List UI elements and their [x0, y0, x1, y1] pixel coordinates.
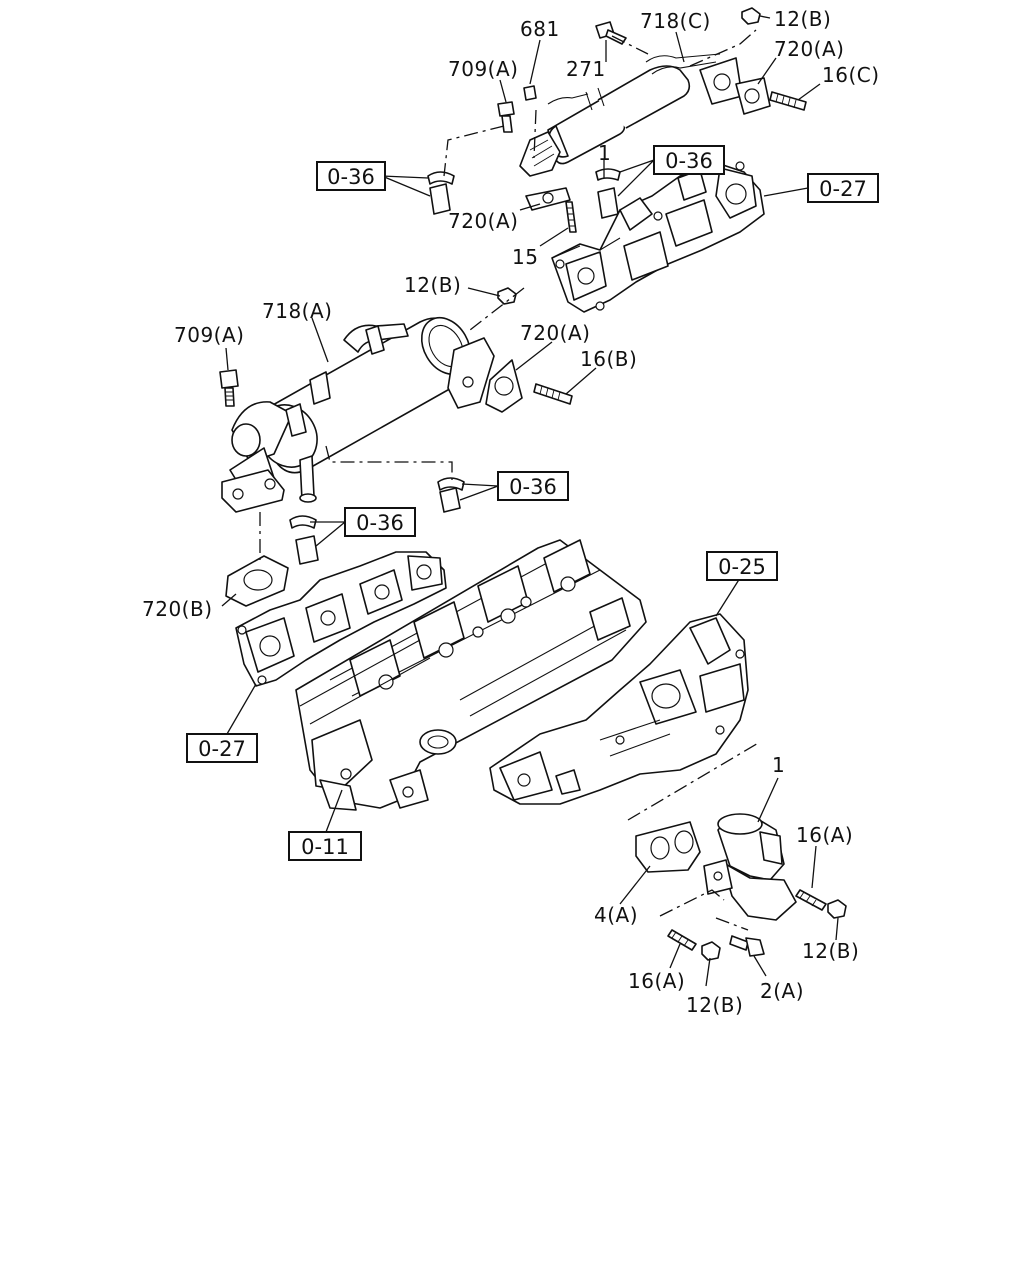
nut-12b-mid: [497, 287, 517, 305]
label-720b: 720(B): [142, 597, 213, 621]
ref-box-036-mid[interactable]: 0-36: [497, 471, 569, 501]
ref-025-text: 0-25: [718, 555, 766, 579]
label-16a-bottom: 16(A): [628, 969, 685, 993]
hose-clamp-set-mid: [437, 477, 465, 513]
label-2a: 2(A): [760, 979, 804, 1003]
clip-681: [523, 85, 537, 101]
gasket-720a-right: [485, 359, 523, 413]
ref-036-left-text: 0-36: [327, 165, 375, 189]
ref-027-left-text: 0-27: [198, 737, 246, 761]
stud-16b: [533, 383, 573, 405]
label-271: 271: [566, 57, 606, 81]
stud-15: [565, 201, 577, 233]
label-720a-top: 720(A): [774, 37, 844, 61]
ref-011-text: 0-11: [301, 835, 349, 859]
ref-box-036-low[interactable]: 0-36: [344, 507, 416, 537]
bolt-2a: [729, 935, 765, 957]
ref-027-top-text: 0-27: [819, 177, 867, 201]
leader-lines: [221, 15, 839, 987]
nut-12b-right: [827, 899, 847, 919]
stud-16a-bottom: [667, 929, 697, 951]
label-1-bottom: 1: [772, 753, 785, 777]
ref-box-036-top[interactable]: 0-36: [653, 145, 725, 175]
gasket-4a: [635, 821, 701, 873]
gasket-720b: [225, 555, 289, 607]
label-709a-mid: 709(A): [174, 323, 244, 347]
label-12b-bottom: 12(B): [686, 993, 743, 1017]
label-15: 15: [512, 245, 538, 269]
ref-box-011[interactable]: 0-11: [288, 831, 362, 861]
hose-clamp-set-top-right: [595, 168, 621, 219]
gasket-720a-top: [735, 77, 771, 115]
label-709a-top: 709(A): [448, 57, 518, 81]
label-718c: 718(C): [640, 9, 711, 33]
stud-16c: [769, 91, 807, 111]
alignment-lines: [259, 29, 761, 931]
label-12b-mid: 12(B): [404, 273, 461, 297]
label-720a-mid: 720(A): [448, 209, 518, 233]
hose-clamp-set-low: [289, 515, 319, 565]
label-720a-right: 720(A): [520, 321, 590, 345]
exhaust-manifold-top: [551, 161, 765, 313]
label-1-top: 1: [598, 141, 611, 165]
label-12b-top: 12(B): [774, 7, 831, 31]
ref-box-027-left[interactable]: 0-27: [186, 733, 258, 763]
ref-036-low-text: 0-36: [356, 511, 404, 535]
cylinder-head: [295, 539, 647, 811]
exhaust-manifold-lower: [235, 551, 447, 687]
label-12b-right: 12(B): [802, 939, 859, 963]
nut-12b-bottom: [701, 941, 721, 961]
ref-box-025[interactable]: 0-25: [706, 551, 778, 581]
label-16b: 16(B): [580, 347, 637, 371]
label-16c: 16(C): [822, 63, 880, 87]
intake-manifold: [489, 613, 749, 805]
stud-16a-right: [795, 889, 827, 911]
ref-box-027-top[interactable]: 0-27: [763, 173, 879, 203]
part-labels: 681 718(C) 12(B) 709(A) 271 720(A) 16(C)…: [142, 7, 880, 1017]
label-16a-right: 16(A): [796, 823, 853, 847]
label-718a: 718(A): [262, 299, 332, 323]
ref-box-036-left[interactable]: 0-36: [316, 161, 386, 191]
egr-cooler-718c: [519, 53, 743, 177]
egr-valve: [703, 813, 797, 921]
hose-clamp-set-top-left: [427, 171, 455, 215]
ref-036-mid-text: 0-36: [509, 475, 557, 499]
egr-cooler-718a: [221, 316, 495, 513]
ref-036-top-text: 0-36: [665, 149, 713, 173]
nut-12b-top: [741, 7, 761, 25]
label-4a: 4(A): [594, 903, 638, 927]
label-681: 681: [520, 17, 560, 41]
bolt-709a-mid: [219, 369, 239, 407]
